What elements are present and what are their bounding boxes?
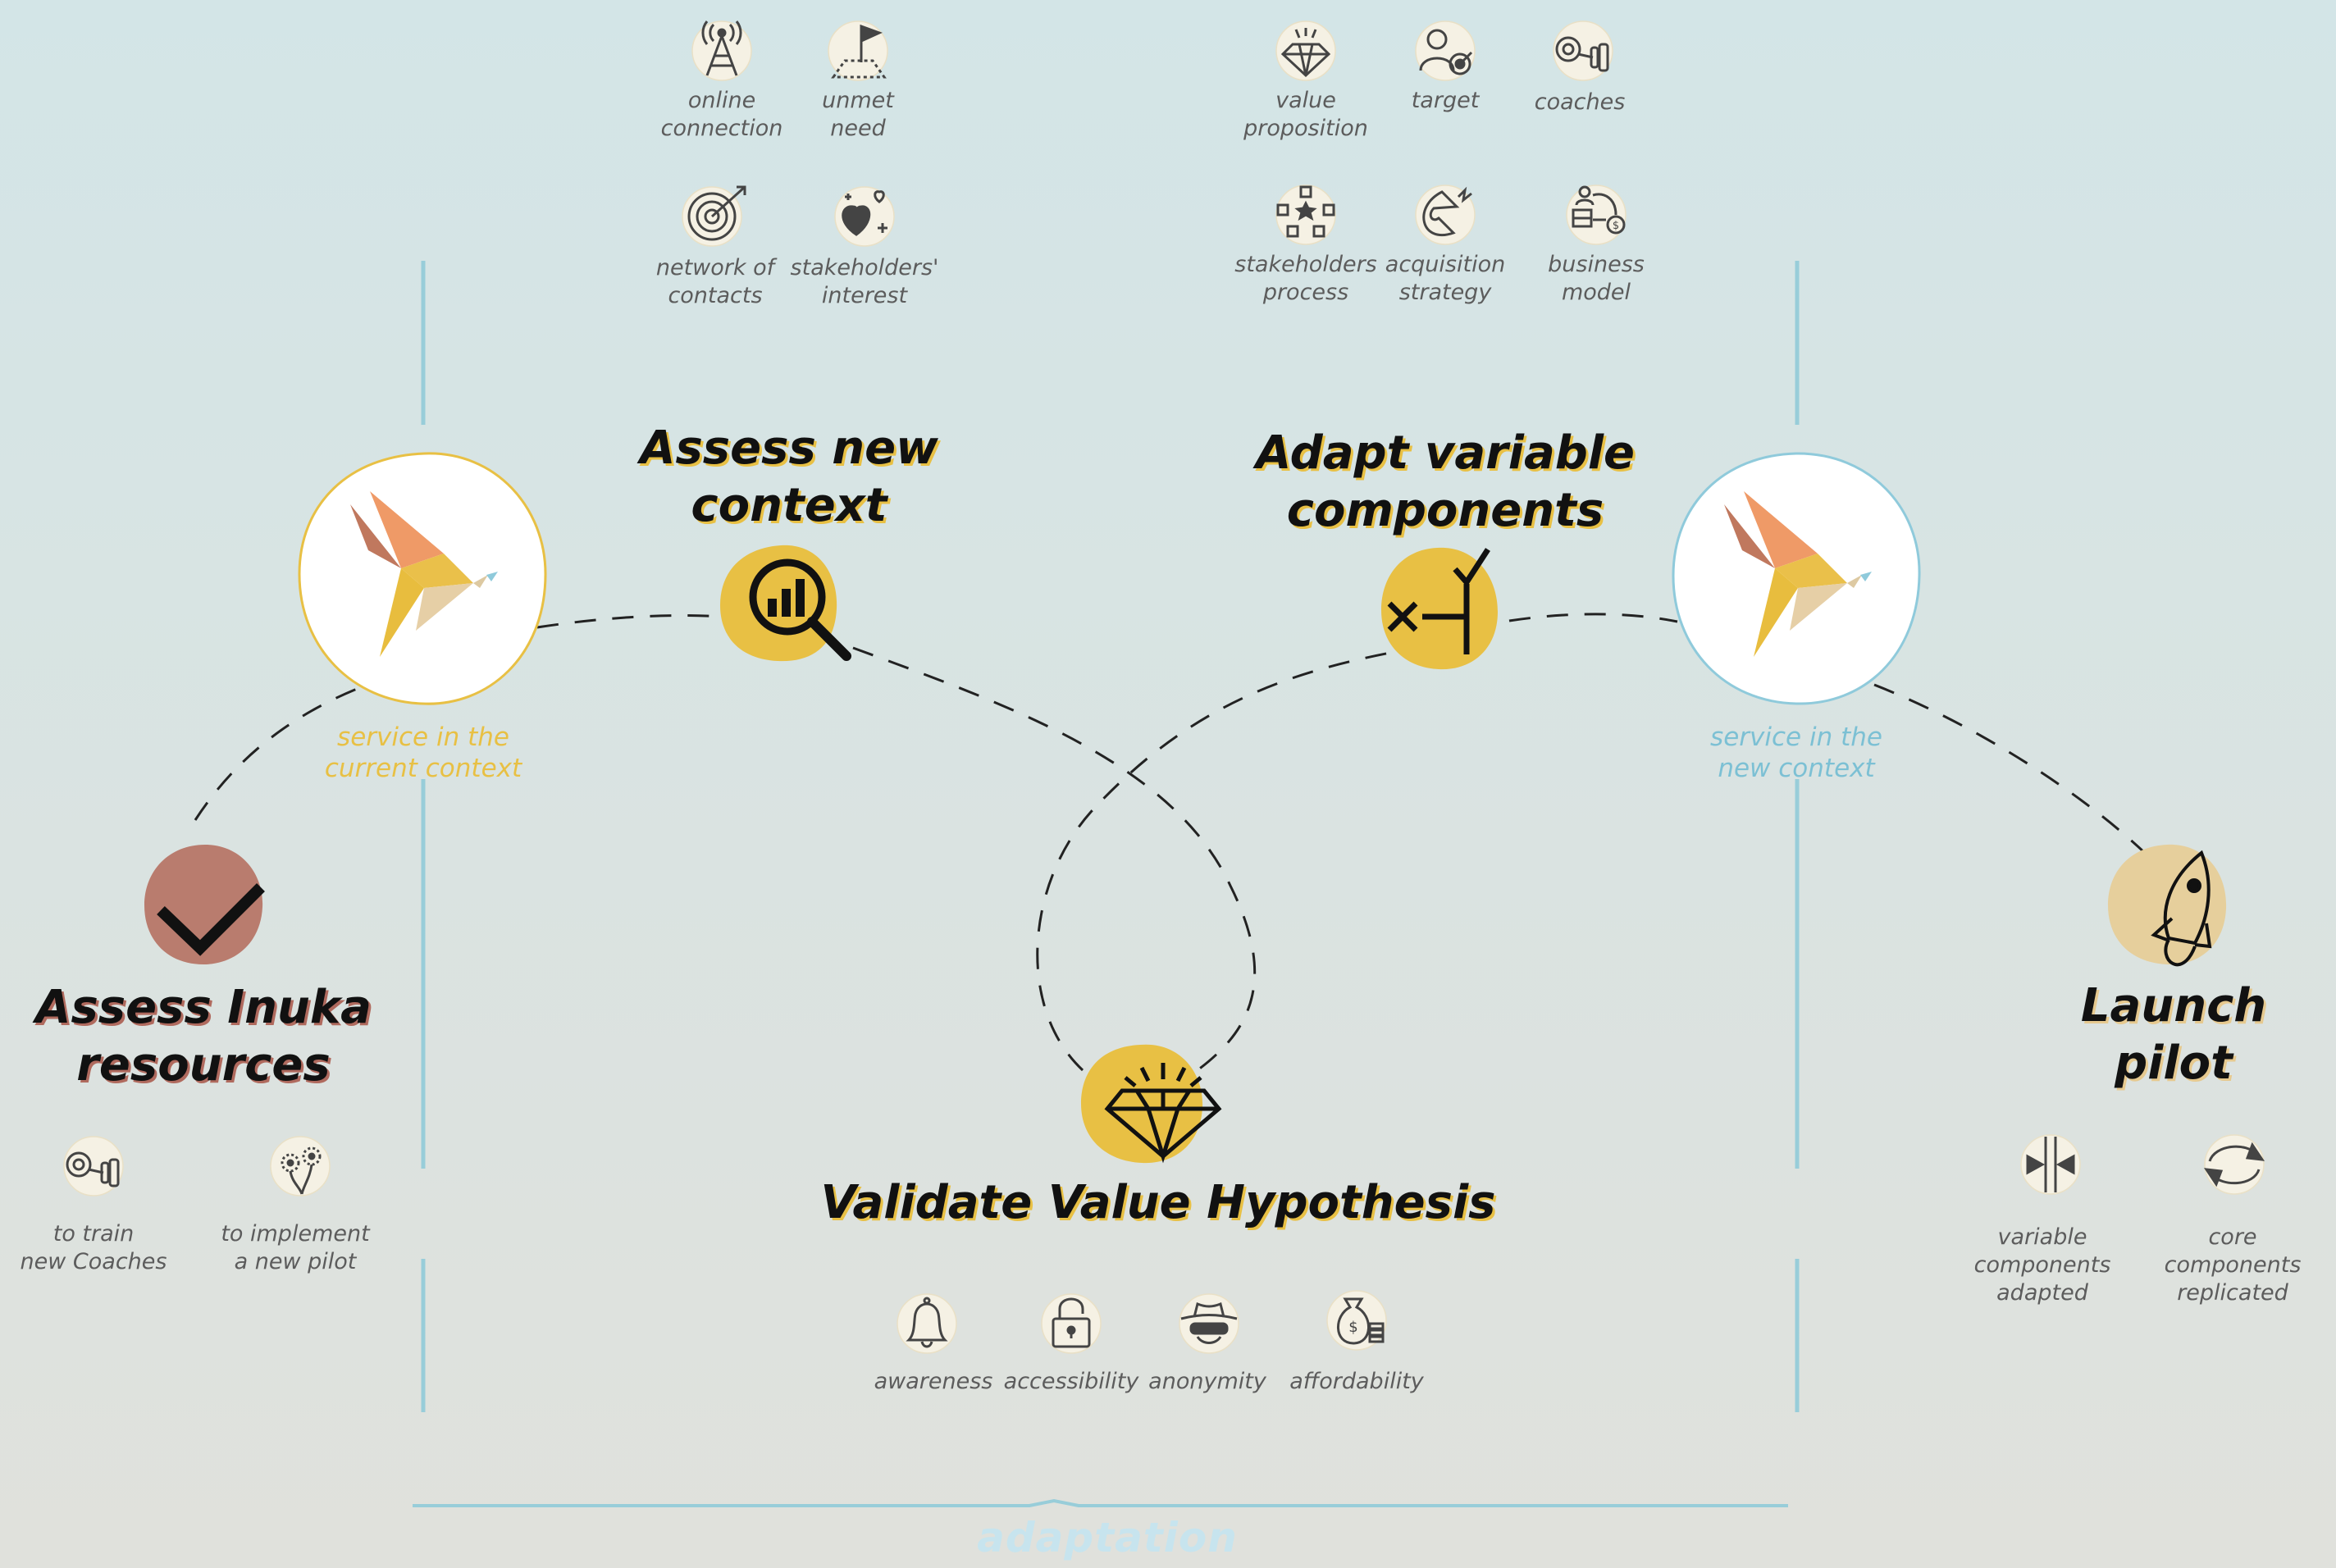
diamond-icon xyxy=(1275,21,1336,81)
label-stakeholders-process: stakeholders process xyxy=(1234,252,1377,305)
magnifier-chart-icon xyxy=(749,558,851,661)
money-bag-icon: $ xyxy=(1326,1290,1387,1351)
label-variable-components-adapted: variable components adapted xyxy=(1973,1224,2111,1306)
validate-hypothesis-icon xyxy=(1081,1044,1222,1164)
person-target-icon xyxy=(1415,21,1476,81)
stage-title-adapt-components: Adapt variable components xyxy=(1256,426,1635,537)
launch-pilot-icon xyxy=(2108,844,2227,967)
magnet-icon xyxy=(1415,185,1476,245)
label-stakeholders-interest: stakeholders' interest xyxy=(790,255,939,308)
padlock-icon xyxy=(1041,1293,1102,1354)
current-context-caption: service in the current context xyxy=(324,722,522,783)
label-acquisition-strategy: acquisition strategy xyxy=(1385,252,1506,305)
new-context-caption: service in the new context xyxy=(1710,722,1882,783)
stage-title-assess-context: Assess new context xyxy=(640,422,938,532)
current-context-service xyxy=(298,452,547,705)
heart-sparkle-icon xyxy=(834,186,895,247)
arrows-in-icon xyxy=(2020,1134,2081,1195)
new-context-service xyxy=(1672,452,1921,705)
label-to-implement-new-pilot: to implement a new pilot xyxy=(221,1221,370,1274)
adapt-components-icon xyxy=(1381,547,1498,670)
assess-context-icon xyxy=(720,545,851,662)
label-core-components-replicated: core components replicated xyxy=(2164,1224,2302,1306)
stage-title-assess-resources: Assess Inuka resources xyxy=(35,981,372,1092)
antenna-icon xyxy=(691,21,752,81)
stage-title-launch: Launch pilot xyxy=(2080,979,2267,1090)
flag-icon xyxy=(828,21,888,81)
label-awareness: awareness xyxy=(874,1369,993,1394)
label-anonymity: anonymity xyxy=(1148,1369,1266,1394)
divider-lines xyxy=(421,261,1800,1412)
checkmark-icon xyxy=(157,883,265,956)
stage-title-validate: Validate Value Hypothesis xyxy=(820,1176,1496,1229)
label-value-proposition: value proposition xyxy=(1243,88,1368,141)
rocket-icon xyxy=(2151,850,2212,967)
svg-text:$: $ xyxy=(1613,220,1619,232)
bell-icon xyxy=(897,1293,957,1354)
spy-icon xyxy=(1179,1293,1239,1354)
label-target: target xyxy=(1411,88,1480,113)
target-icon xyxy=(682,185,746,247)
assess-resources-icon xyxy=(144,845,265,964)
network-icon xyxy=(1275,185,1336,245)
dandelion-icon xyxy=(270,1136,331,1197)
label-unmet-need: unmet need xyxy=(822,88,894,141)
x-check-icon xyxy=(1387,548,1490,654)
label-network-of-contacts: network of contacts xyxy=(655,255,775,308)
dumbbell-icon xyxy=(63,1136,124,1197)
label-to-train-new-coaches: to train new Coaches xyxy=(20,1221,167,1274)
process-path xyxy=(194,613,2147,1072)
label-online-connection: online connection xyxy=(660,88,783,141)
adaptation-label: adaptation xyxy=(977,1514,1238,1561)
cycle-icon xyxy=(2203,1134,2265,1195)
label-coaches: coaches xyxy=(1534,89,1626,115)
business-model-icon: $ xyxy=(1566,185,1627,245)
label-business-model: business model xyxy=(1548,252,1645,305)
label-affordability: affordability xyxy=(1289,1369,1424,1394)
dumbbell-icon xyxy=(1553,21,1613,81)
diamond-icon xyxy=(1104,1063,1222,1164)
svg-text:$: $ xyxy=(1348,1319,1357,1336)
label-accessibility: accessibility xyxy=(1003,1369,1139,1394)
adaptation-bracket xyxy=(413,1498,1788,1507)
